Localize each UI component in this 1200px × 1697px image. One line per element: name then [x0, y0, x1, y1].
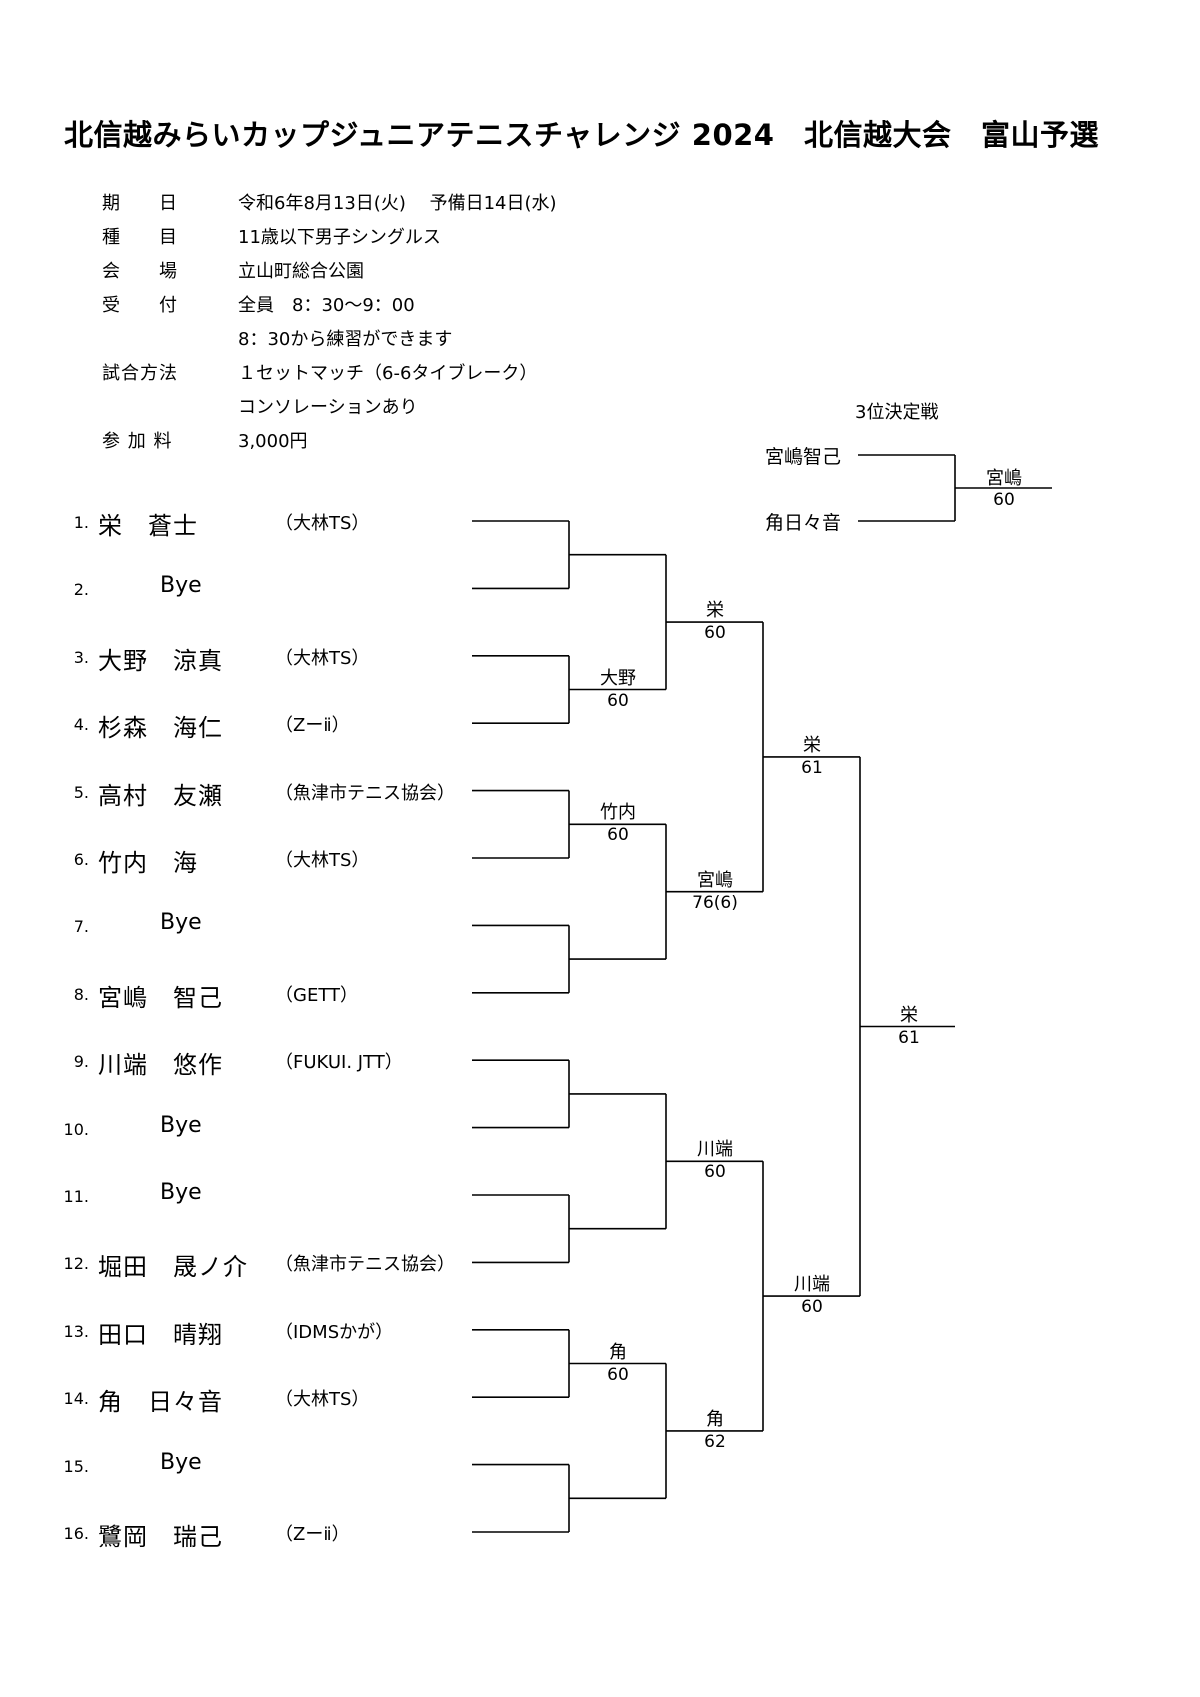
info-label: 受 付: [102, 295, 178, 316]
match-score: 60: [607, 690, 629, 711]
third-place-score: 60: [993, 490, 1015, 510]
player-number: 12.: [63, 1254, 89, 1274]
final-score: 61: [898, 1027, 920, 1048]
info-value: コンソレーションあり: [238, 397, 418, 418]
player-number: 2.: [73, 580, 89, 600]
player-name: 栄 蒼士: [98, 512, 198, 540]
match-winner: 栄: [706, 600, 724, 622]
player-club: （IDMSかが）: [275, 1321, 394, 1343]
info-label: 種 目: [102, 227, 178, 248]
player-name: 川端 悠作: [98, 1051, 223, 1080]
player-number: 1.: [73, 513, 89, 532]
match-score: 76(6): [692, 892, 738, 913]
player-number: 14.: [63, 1389, 89, 1409]
player-club: （GETT）: [275, 984, 358, 1006]
bye-slot: Bye: [160, 1180, 202, 1205]
player-number: 3.: [73, 647, 89, 667]
match-winner: 川端: [794, 1274, 830, 1296]
player-name: 角 日々音: [98, 1388, 223, 1417]
player-number: 4.: [73, 715, 89, 735]
bye-slot: Bye: [160, 910, 202, 936]
player-club: （Zーⅱ）: [275, 1524, 350, 1545]
info-value: 令和6年8月13日(火) 予備日14日(水): [238, 193, 557, 214]
page-title: 北信越みらいカップジュニアテニスチャレンジ 2024 北信越大会 富山予選: [64, 118, 1099, 152]
player-name: 堀田 晟ノ介: [98, 1253, 248, 1282]
player-club: （Zーⅱ）: [275, 715, 350, 737]
player-name: 高村 友瀬: [98, 781, 223, 810]
player-number: 13.: [63, 1321, 89, 1341]
player-number: 6.: [73, 850, 89, 869]
player-name: 大野 涼真: [98, 646, 223, 675]
match-winner: 宮嶋: [697, 869, 733, 891]
match-winner: 栄: [803, 734, 821, 756]
match-score: 62: [704, 1431, 726, 1452]
match-score: 60: [607, 825, 629, 846]
info-value: 立山町総合公園: [238, 261, 364, 282]
match-winner: 角: [706, 1408, 724, 1430]
match-winner: 角: [609, 1341, 627, 1363]
info-label: 会 場: [102, 261, 178, 282]
bye-slot: Bye: [160, 573, 202, 599]
player-number: 15.: [63, 1456, 89, 1476]
info-value: 8：30から練習ができます: [238, 329, 453, 350]
match-score: 60: [704, 1162, 726, 1183]
player-number: 9.: [73, 1052, 89, 1072]
champion-name: 栄: [900, 1004, 918, 1026]
info-value: 全員 8：30～9：00: [238, 295, 415, 316]
info-value: 11歳以下男子シングルス: [238, 227, 441, 248]
player-name: 宮嶋 智己: [98, 983, 223, 1012]
third-place-player-2: 角日々音: [765, 512, 842, 534]
player-club: （FUKUI. JTT）: [275, 1052, 403, 1074]
info-label: 期 日: [102, 193, 178, 214]
match-winner: 大野: [600, 667, 636, 689]
player-number: 11.: [63, 1187, 89, 1206]
player-club: （魚津市テニス協会）: [275, 1254, 455, 1276]
player-club: （魚津市テニス協会）: [275, 782, 455, 804]
match-score: 60: [704, 623, 726, 644]
player-club: （大林TS）: [275, 647, 370, 669]
third-place-label: 3位決定戦: [855, 402, 939, 423]
info-label: 試合方法: [102, 363, 178, 384]
info-value: 3,000円: [238, 431, 308, 452]
player-number: 16.: [63, 1524, 89, 1543]
match-score: 60: [607, 1364, 629, 1385]
player-name: 田口 晴翔: [98, 1320, 223, 1349]
match-score: 60: [801, 1297, 823, 1318]
third-place-player-1: 宮嶋智己: [765, 446, 842, 468]
player-club: （大林TS）: [275, 513, 370, 534]
third-place-winner: 宮嶋: [986, 468, 1022, 489]
player-number: 10.: [63, 1119, 89, 1139]
match-winner: 川端: [697, 1139, 733, 1161]
player-club: （大林TS）: [275, 850, 370, 871]
info-label: 参 加 料: [102, 431, 173, 452]
bye-slot: Bye: [160, 1449, 202, 1475]
player-number: 5.: [73, 782, 89, 802]
player-number: 8.: [73, 984, 89, 1004]
info-value: １セットマッチ（6-6タイブレーク）: [238, 363, 538, 384]
player-name: 鷺岡 瑞己: [98, 1523, 223, 1551]
match-score: 61: [801, 757, 823, 778]
bye-slot: Bye: [160, 1112, 202, 1138]
player-number: 7.: [73, 917, 89, 937]
player-name: 杉森 海仁: [98, 714, 223, 743]
player-club: （大林TS）: [275, 1389, 370, 1411]
match-winner: 竹内: [600, 802, 636, 824]
player-name: 竹内 海: [98, 849, 198, 877]
